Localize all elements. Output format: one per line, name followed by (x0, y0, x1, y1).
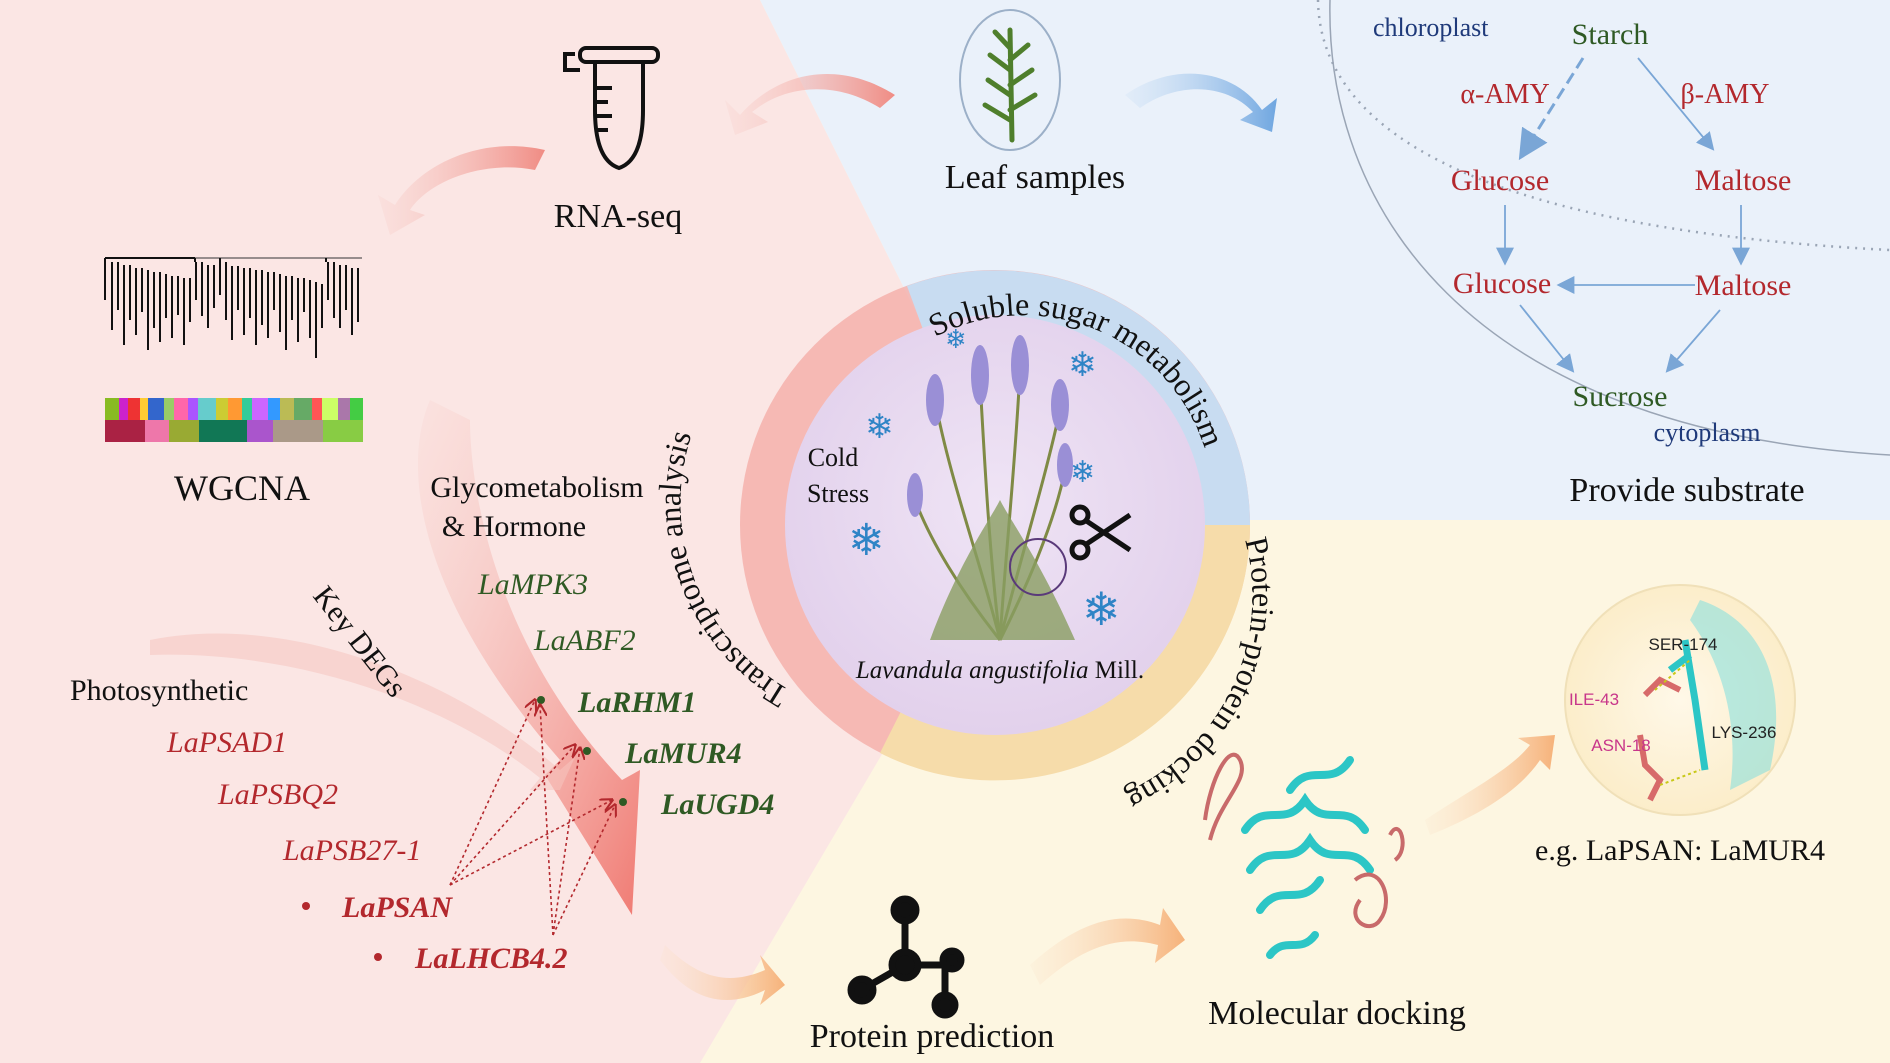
docking-example-label: e.g. LaPSAN: LaMUR4 (1535, 834, 1825, 867)
glyco-line2: & Hormone (442, 510, 586, 543)
snowflake-icon: ❄ (1068, 346, 1097, 384)
snowflake-icon: ❄ (1082, 583, 1121, 635)
module-color-bar (105, 398, 363, 442)
rosemary-sprig-icon (982, 27, 1038, 143)
glucose-outer: Glucose (1453, 267, 1551, 300)
cytoplasm-label: cytoplasm (1654, 418, 1761, 447)
transcriptome-region (0, 0, 1020, 1063)
maltose-inner: Maltose (1695, 164, 1792, 197)
leaf-sample-group: Leaf samples (945, 9, 1125, 196)
arrow-leaf-to-rnaseq (725, 73, 895, 135)
starch-label: Starch (1572, 18, 1649, 51)
chloroplast-label: chloroplast (1373, 13, 1489, 42)
red-bullets (302, 902, 382, 961)
arrow-leaf-to-pathway (1125, 73, 1277, 132)
residue-asn18: ASN-18 (1591, 736, 1651, 755)
chloroplast-membrane (1316, 0, 1890, 252)
provide-substrate-label: Provide substrate (1569, 472, 1804, 509)
gene-laabf2: LaABF2 (533, 624, 636, 657)
key-degs-arrow (417, 400, 640, 915)
residue-lys236: LYS-236 (1712, 723, 1777, 742)
molecular-docking-label: Molecular docking (1208, 995, 1466, 1032)
photo-genes: LaPSAD1 LaPSBQ2 LaPSB27-1 LaPSAN LaLHCB4… (166, 726, 568, 975)
snowflake-icon: ❄ (848, 516, 885, 565)
gene-larhm1: LaRHM1 (577, 686, 696, 719)
gene-lalhcb42: LaLHCB4.2 (414, 942, 568, 975)
snowflake-icon: ❄ (865, 408, 894, 446)
wgcna-dendrogram (104, 257, 363, 442)
alpha-amy-label: α-AMY (1460, 79, 1549, 110)
protein-prediction-label: Protein prediction (810, 1018, 1055, 1055)
glucose-inner: Glucose (1451, 164, 1549, 197)
maltose-outer: Maltose (1695, 269, 1792, 302)
lavender-plant-icon (907, 335, 1075, 641)
cold-label: Cold (808, 443, 859, 472)
snowflake-icon: ❄ (945, 324, 967, 354)
gene-lampk3: LaMPK3 (477, 568, 588, 601)
gene-lapsbq2: LaPSBQ2 (217, 778, 338, 811)
molecule-icon (847, 895, 965, 1019)
scissors-icon (1069, 504, 1132, 561)
docking-detail-view: SER-174 ILE-43 LYS-236 ASN-18 (1564, 584, 1796, 816)
snowflake-icons: ❄ ❄ ❄ ❄ ❄ ❄ (848, 324, 1121, 635)
snowflake-icon: ❄ (1070, 456, 1095, 489)
gene-laugd4: LaUGD4 (660, 788, 774, 821)
wgcna-label: WGCNA (174, 468, 310, 508)
leaf-samples-label: Leaf samples (945, 159, 1125, 196)
species-label: Lavandula angustifolia Mill. (855, 657, 1144, 684)
stress-label: Stress (807, 479, 869, 508)
beta-amy-label: β-AMY (1681, 79, 1770, 110)
residue-ile43: ILE-43 (1569, 690, 1619, 709)
interaction-arrows (449, 700, 615, 936)
photosynthetic-arrow (150, 633, 575, 790)
gene-lapsad1: LaPSAD1 (166, 726, 287, 759)
sample-circle (1009, 538, 1067, 596)
tube-icon (563, 46, 660, 171)
gene-lamur4: LaMUR4 (624, 737, 742, 770)
cell-membrane (1329, 0, 1890, 456)
rnaseq-label: RNA-seq (554, 198, 682, 235)
protein-structure-icon (1203, 752, 1405, 959)
glyco-line1: Glycometabolism (430, 471, 643, 504)
gene-lapsb27: LaPSB27-1 (282, 834, 421, 867)
glyco-genes: LaMPK3 LaABF2 LaRHM1 LaMUR4 LaUGD4 (477, 568, 774, 821)
arrow-docking-to-example (1425, 735, 1555, 835)
arrow-degs-to-protein (660, 945, 785, 1005)
sucrose-label: Sucrose (1573, 380, 1668, 413)
residue-ser174: SER-174 (1649, 635, 1718, 654)
pathway-arrows (1496, 57, 1750, 373)
arrow-protein-to-docking (1030, 908, 1185, 985)
center-diagram: Soluble sugar metabolism Transcriptome a… (651, 270, 1281, 819)
arrow-rnaseq-to-wgcna (378, 146, 545, 235)
photosynthetic-label: Photosynthetic (70, 674, 248, 707)
gene-lapsan: LaPSAN (341, 891, 453, 924)
pathway-panel: chloroplast Starch α-AMY β-AMY Glucose M… (1316, 0, 1890, 509)
